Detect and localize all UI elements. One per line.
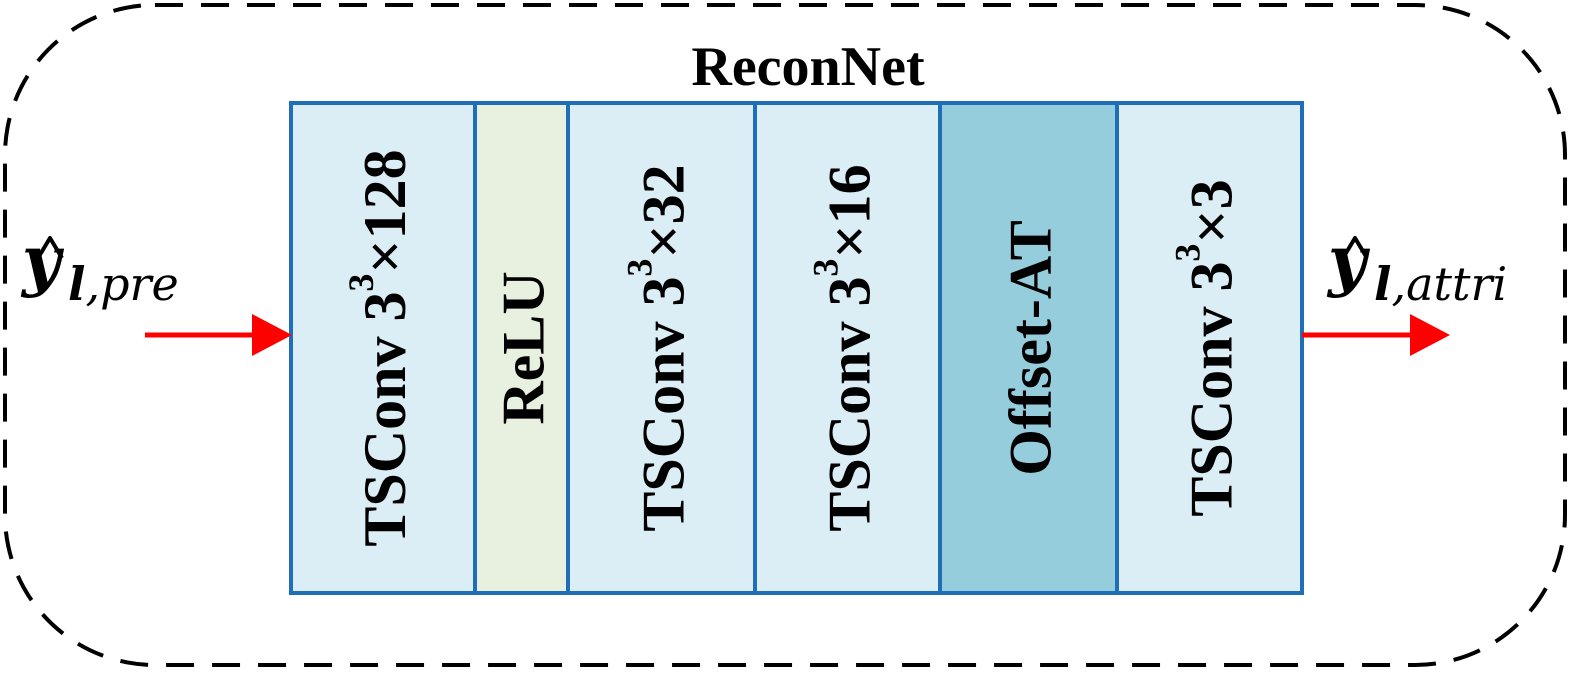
input-symbol-main: y (20, 221, 65, 299)
layer-label-superscript: 3 (806, 259, 846, 277)
layer-label-tsconv-3: TSConv 33×3 (1168, 179, 1245, 516)
layer-label-superscript: 3 (341, 274, 381, 292)
output-subscript-bold: l (1374, 257, 1391, 311)
layer-block-tsconv-128 (289, 101, 477, 595)
output-arrow (1302, 314, 1450, 356)
input-subscript-rest: ,pre (85, 257, 178, 311)
module-dashed-border (3, 3, 1567, 667)
module-title: ReconNet (691, 36, 925, 98)
layer-label-superscript: 3 (1168, 244, 1208, 262)
input-arrow (145, 314, 292, 356)
output-symbol-main: y (1326, 221, 1371, 299)
output-symbol: y l,attri (1326, 221, 1507, 311)
svg-text:l,attri: l,attri (1374, 257, 1507, 311)
layer-block-offset-at (938, 101, 1119, 595)
layer-label-base: TSConv 3 (817, 277, 883, 532)
layer-block-relu (473, 101, 570, 595)
layer-label-base: TSConv 3 (352, 292, 418, 547)
input-subscript-bold: l (68, 257, 85, 311)
layer-label-tail: ×128 (352, 149, 418, 273)
layer-label-tsconv-32: TSConv 33×32 (620, 164, 697, 531)
layer-label-tail: ×16 (817, 164, 883, 258)
layer-block-tsconv-3 (1115, 101, 1304, 595)
layer-label-base: ReLU (491, 271, 557, 424)
output-subscript-rest: ,attri (1391, 257, 1507, 311)
layer-label-tail: ×3 (1179, 179, 1245, 243)
layer-label-base: TSConv 3 (1179, 262, 1245, 517)
layer-block-tsconv-32 (566, 101, 757, 595)
layer-label-superscript: 3 (620, 259, 660, 277)
layer-label-base: Offset-AT (998, 220, 1064, 475)
svg-text:l,pre: l,pre (68, 257, 179, 311)
input-hat-icon (36, 236, 64, 260)
layer-label-base: TSConv 3 (631, 277, 697, 532)
layer-label-tsconv-16: TSConv 33×16 (806, 164, 883, 531)
layer-label-offset-at: Offset-AT (998, 220, 1064, 475)
layer-label-tail: ×32 (631, 164, 697, 258)
layer-label-relu: ReLU (491, 271, 557, 424)
layer-label-tsconv-128: TSConv 33×128 (341, 149, 418, 546)
output-hat-icon (1341, 236, 1369, 260)
input-symbol: y l,pre (20, 221, 179, 311)
layer-block-tsconv-16 (753, 101, 942, 595)
